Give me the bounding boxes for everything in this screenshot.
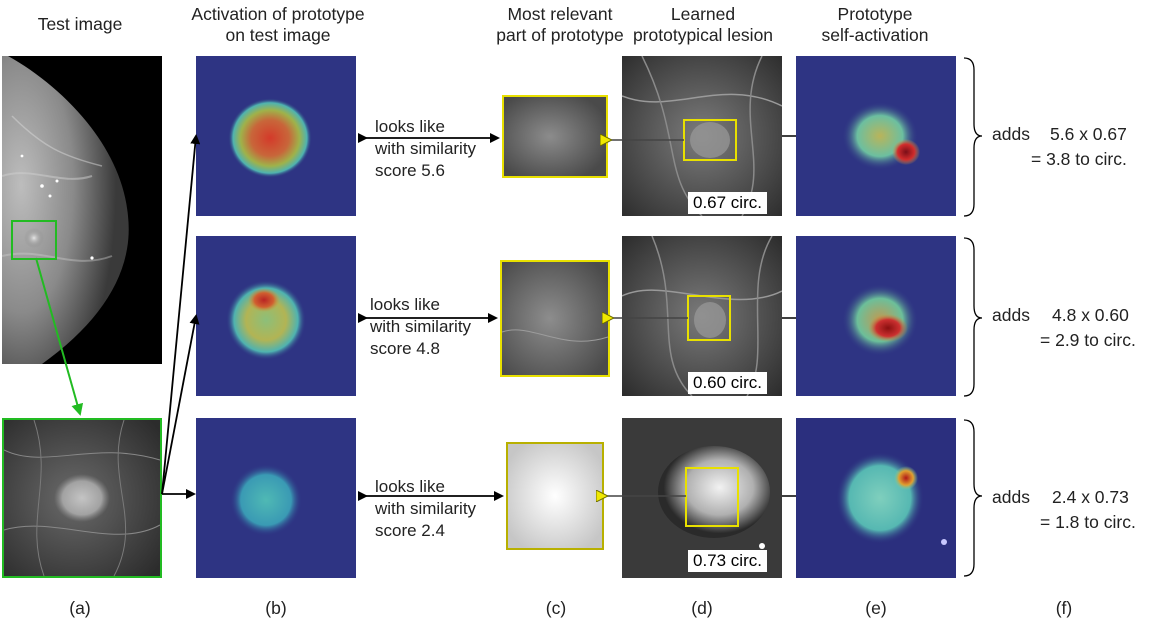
row3-adds-result: = 1.8 to circ. (1040, 512, 1136, 532)
row3-self-activation-graphic (836, 452, 947, 545)
row1-relevant-graphic (504, 97, 606, 176)
row3-lesion-graphic (622, 418, 782, 578)
row1-adds-label: adds (992, 124, 1030, 144)
row3-adds-label: adds (992, 487, 1030, 507)
row2-adds-label: adds (992, 305, 1030, 325)
row3-self-activation (796, 418, 956, 578)
header-learned-prototypical-lesion: Learned prototypical lesion (632, 4, 774, 45)
row3-adds-expression: 2.4 x 0.73 (1052, 487, 1129, 507)
panel-label-b: (b) (265, 598, 287, 618)
header-prototype-self-activation: Prototype self-activation (821, 4, 929, 45)
row2-heatmap-graphic (226, 280, 306, 360)
row2-prototypical-lesion: 0.60 circ. (622, 236, 782, 396)
panel-label-e: (e) (865, 598, 887, 618)
panel-label-d: (d) (691, 598, 713, 618)
header-activation-of-prototype: Activation of prototype on test image (191, 4, 365, 45)
row3-prototypical-lesion: 0.73 circ. (622, 418, 782, 578)
row2-self-activation (796, 236, 956, 396)
header-test-image: Test image (37, 14, 123, 34)
row1-heatmap-graphic (196, 56, 356, 216)
row3-activation-heatmap (196, 418, 356, 578)
row1-activation-heatmap (196, 56, 356, 216)
row3-relevant-graphic (508, 444, 602, 548)
arrow-to-row2 (161, 314, 200, 495)
row2-similarity-text: looks like with similarity score 4.8 (370, 295, 472, 358)
brace-row1 (963, 57, 983, 217)
row2-lesion-graphic (622, 236, 782, 396)
row2-relevant-graphic (502, 262, 608, 375)
row1-adds-result: = 3.8 to circ. (1031, 149, 1127, 169)
row2-self-activation-graphic (842, 284, 918, 356)
row3-heatmap-graphic (230, 464, 302, 536)
mammogram-image (2, 56, 162, 364)
row2-circ-label: 0.60 circ. (688, 372, 767, 394)
arrow-to-row1 (161, 134, 201, 495)
header-most-relevant-part: Most relevant part of prototype (496, 4, 624, 45)
row2-activation-heatmap (196, 236, 356, 396)
row1-lesion-graphic (622, 56, 782, 216)
row2-adds-result: = 2.9 to circ. (1040, 330, 1136, 350)
brace-row3 (963, 419, 983, 577)
row1-self-activation (796, 56, 956, 216)
row1-self-activation-graphic (842, 102, 920, 170)
row3-relevant-part (506, 442, 604, 550)
row1-relevant-part (502, 95, 608, 178)
panel-label-f: (f) (1055, 598, 1073, 618)
row3-similarity-text: looks like with similarity score 2.4 (375, 477, 477, 540)
mammogram-graphic (2, 56, 129, 364)
row3-circ-label: 0.73 circ. (688, 550, 767, 572)
zoomed-test-graphic (4, 420, 160, 576)
zoomed-test-image (2, 418, 162, 578)
row1-adds-expression: 5.6 x 0.67 (1050, 124, 1127, 144)
row1-similarity-text: looks like with similarity score 5.6 (375, 117, 477, 180)
row1-circ-label: 0.67 circ. (688, 192, 767, 214)
row2-adds-expression: 4.8 x 0.60 (1052, 305, 1129, 325)
panel-label-a: (a) (69, 598, 91, 618)
row1-prototypical-lesion: 0.67 circ. (622, 56, 782, 216)
brace-row2 (963, 237, 983, 397)
panel-label-c: (c) (545, 598, 567, 618)
row2-relevant-part (500, 260, 610, 377)
